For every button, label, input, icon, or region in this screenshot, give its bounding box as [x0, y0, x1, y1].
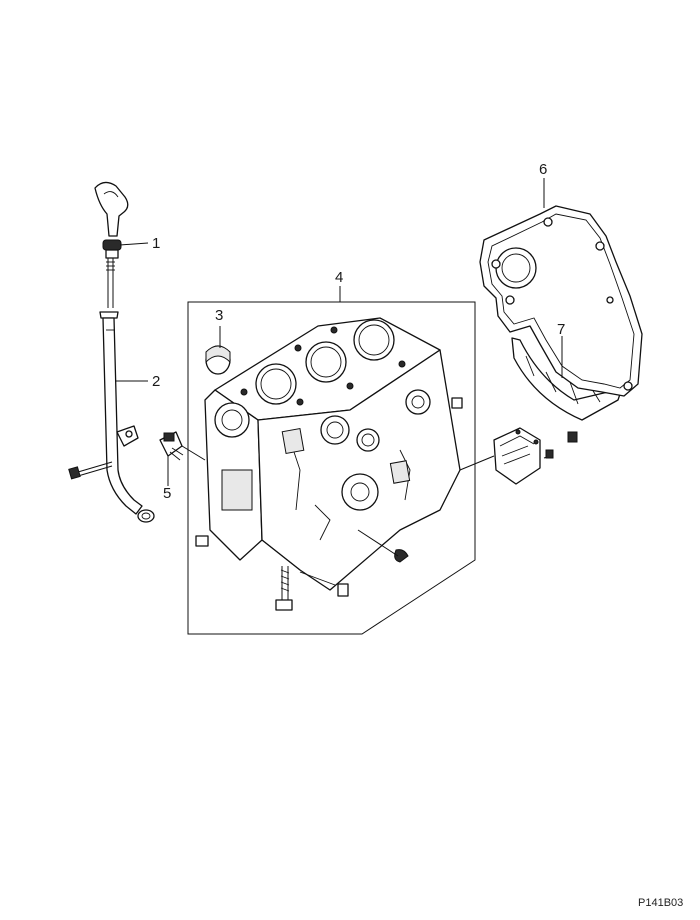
leader-lines [115, 178, 563, 486]
assembly-frame [187, 301, 476, 635]
oil-pressure-switch-icon [159, 431, 184, 461]
cover-plate-icon [493, 427, 541, 485]
cylinder-block-icon [204, 317, 461, 591]
callout-3: 3 [215, 307, 223, 324]
bolt-icon [543, 431, 578, 459]
callout-1: 1 [152, 235, 160, 252]
rear-plate-gasket-icon [479, 205, 643, 397]
dipstick-guide-tube-icon [99, 311, 155, 523]
callout-7: 7 [557, 321, 565, 338]
bolt-icon [68, 461, 113, 480]
callout-4: 4 [335, 269, 343, 286]
diagram-code: P141B03 [638, 897, 683, 909]
callout-6: 6 [539, 161, 547, 178]
leader-line [357, 529, 399, 557]
long-bolt-icon [275, 566, 293, 611]
cylinder-block-plug-icon [205, 345, 231, 375]
callout-5: 5 [163, 485, 171, 502]
callout-2: 2 [152, 373, 160, 390]
plug-icon [195, 397, 463, 597]
